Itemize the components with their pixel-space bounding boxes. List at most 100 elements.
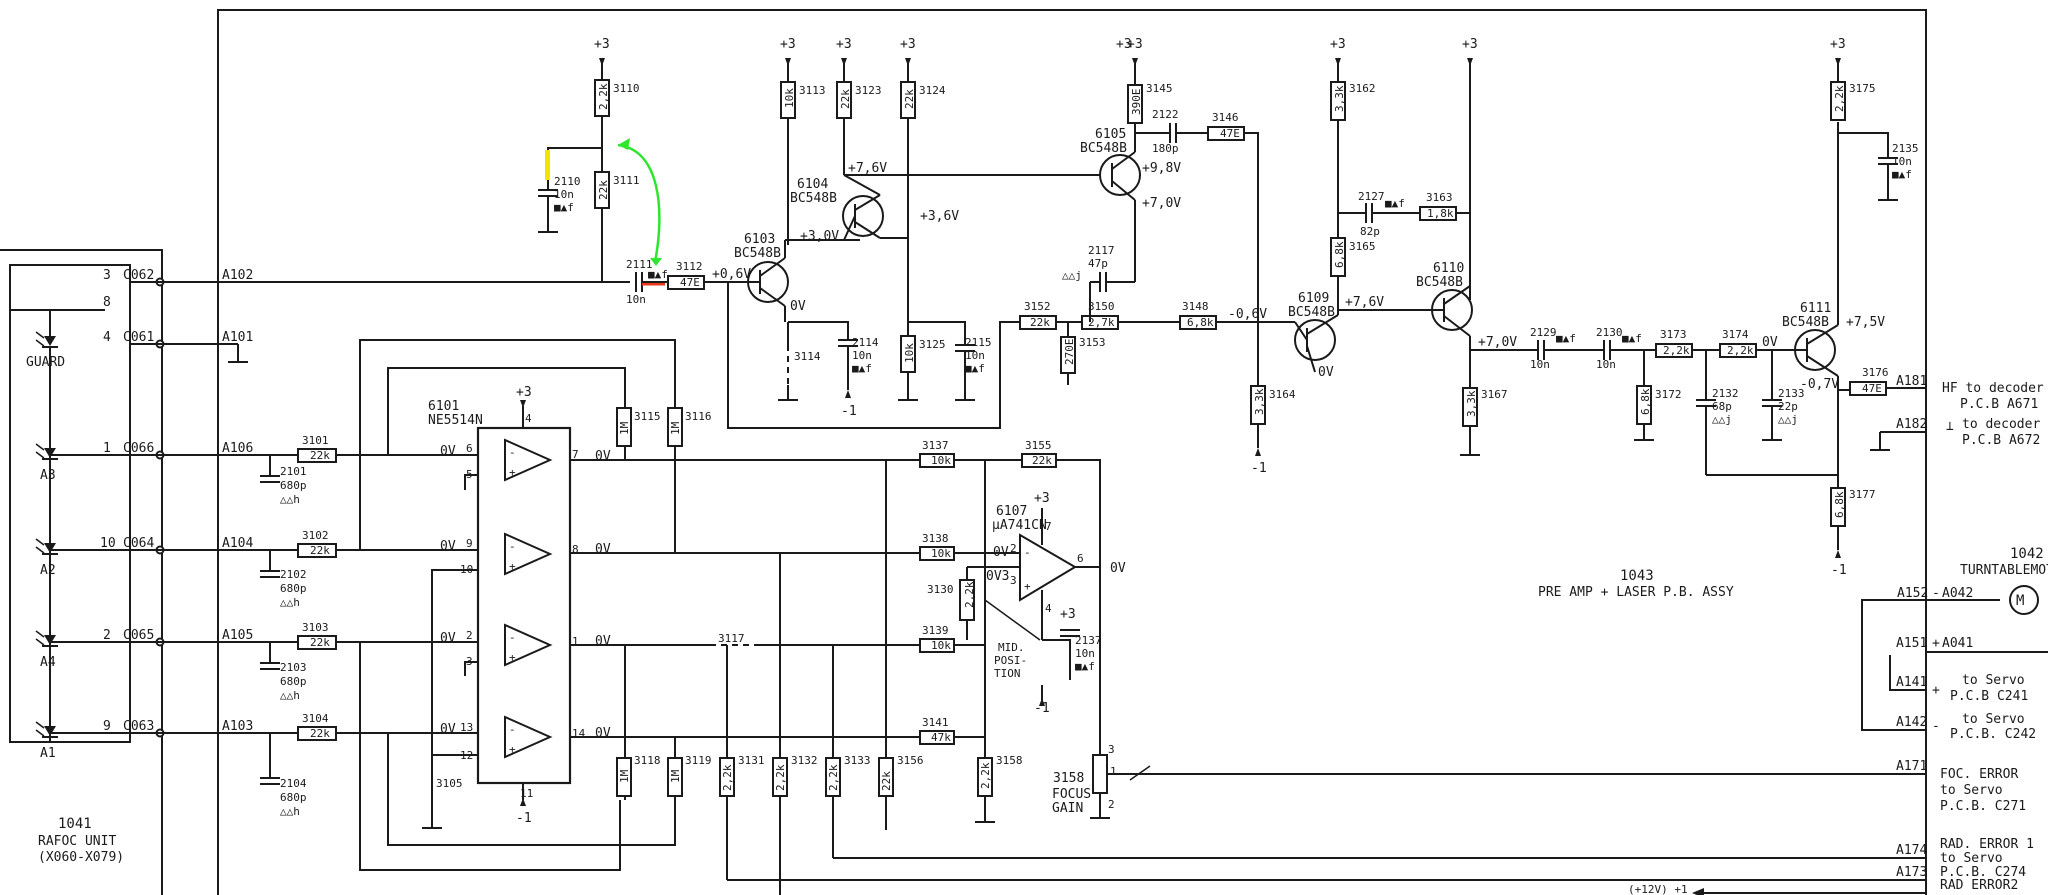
svg-text:2102: 2102 — [280, 568, 307, 581]
svg-text:2,2k: 2,2k — [979, 762, 992, 789]
svg-text:3102: 3102 — [302, 529, 329, 542]
svg-text:2137: 2137 — [1075, 634, 1102, 647]
svg-text:6,8k: 6,8k — [1187, 316, 1214, 329]
svg-text:3172: 3172 — [1655, 388, 1682, 401]
svg-text:+3: +3 — [836, 37, 852, 52]
photodiode-a3-label: A3 — [40, 468, 56, 483]
rafoc-pin-c061: C061 — [123, 330, 154, 345]
svg-text:P.C.B A671: P.C.B A671 — [1960, 397, 2038, 412]
resistor-3101 — [297, 448, 337, 463]
svg-text:3101: 3101 — [302, 434, 329, 447]
svg-text:+3: +3 — [900, 37, 916, 52]
rafoc-pin-10: 10 — [100, 536, 116, 551]
photodiode-a4-label: A4 — [40, 655, 56, 670]
svg-text:3153: 3153 — [1079, 336, 1106, 349]
svg-text:6103: 6103 — [744, 232, 775, 247]
svg-text:3141: 3141 — [922, 716, 949, 729]
output-hf-label: HF to decoder — [1942, 381, 2044, 396]
svg-text:1M: 1M — [669, 421, 682, 435]
svg-text:to Servo: to Servo — [1962, 712, 2025, 727]
opamp-b-icon — [504, 532, 553, 576]
svg-text:µA741CN: µA741CN — [992, 518, 1047, 533]
svg-text:3164: 3164 — [1269, 388, 1296, 401]
svg-text:2130: 2130 — [1596, 326, 1623, 339]
svg-text:FOC. ERROR: FOC. ERROR — [1940, 767, 2018, 782]
photodiode-a2-icon — [35, 538, 130, 555]
svg-text:+3: +3 — [1330, 37, 1346, 52]
svg-text:3130: 3130 — [927, 583, 954, 596]
svg-text:3105: 3105 — [436, 777, 463, 790]
photodiode-a1-icon — [35, 721, 130, 738]
resistor-3145 — [1127, 84, 1143, 124]
svg-text:+: + — [1024, 580, 1031, 593]
svg-text:2,2k: 2,2k — [774, 764, 787, 791]
svg-text:+3,0V: +3,0V — [800, 229, 839, 244]
svg-text:3163: 3163 — [1426, 191, 1453, 204]
svg-text:3174: 3174 — [1722, 328, 1749, 341]
svg-text:-1: -1 — [841, 404, 857, 419]
svg-text:TION: TION — [994, 667, 1021, 680]
rafoc-pin-c065: C065 — [123, 628, 154, 643]
svg-text:6111: 6111 — [1800, 301, 1831, 316]
svg-text:■▲f: ■▲f — [648, 268, 668, 281]
capacitor-2137 — [1060, 629, 1080, 637]
svg-text:+: + — [509, 743, 516, 756]
svg-text:390E: 390E — [1130, 89, 1143, 116]
svg-text:+: + — [1932, 683, 1940, 698]
svg-text:3131: 3131 — [738, 754, 765, 767]
capacitor-2101 — [260, 455, 280, 483]
svg-text:-: - — [1932, 719, 1940, 734]
svg-text:3165: 3165 — [1349, 240, 1376, 253]
svg-text:680p: 680p — [280, 675, 307, 688]
net-a106: A106 — [222, 441, 253, 456]
svg-text:3176: 3176 — [1862, 366, 1889, 379]
svg-text:6110: 6110 — [1433, 261, 1464, 276]
svg-text:10n: 10n — [1530, 358, 1550, 371]
svg-text:2,2k: 2,2k — [721, 764, 734, 791]
net-a102: A102 — [222, 268, 253, 283]
svg-text:0V: 0V — [1318, 365, 1334, 380]
svg-text:+: + — [1932, 636, 1940, 651]
svg-text:-: - — [1932, 586, 1940, 601]
svg-text:■▲f: ■▲f — [1892, 168, 1912, 181]
svg-text:47E: 47E — [1862, 382, 1882, 395]
svg-text:+3: +3 — [1462, 37, 1478, 52]
svg-text:22k: 22k — [1030, 316, 1050, 329]
svg-text:10k: 10k — [931, 639, 951, 652]
svg-text:4: 4 — [525, 412, 532, 425]
svg-text:+3: +3 — [1034, 491, 1050, 506]
svg-text:10k: 10k — [931, 547, 951, 560]
svg-text:3125: 3125 — [919, 338, 946, 351]
svg-text:4: 4 — [1045, 602, 1052, 615]
svg-text:+9,8V: +9,8V — [1142, 161, 1181, 176]
rafoc-pin-c066: C066 — [123, 441, 154, 456]
svg-text:-1: -1 — [1034, 701, 1050, 716]
svg-text:2,2k: 2,2k — [1727, 344, 1754, 357]
svg-text:+3: +3 — [1060, 607, 1076, 622]
rafoc-unit-frame — [0, 249, 163, 895]
potentiometer-3158 — [1092, 754, 1108, 794]
svg-text:to Servo: to Servo — [1962, 673, 2025, 688]
svg-text:+7,0V: +7,0V — [1142, 196, 1181, 211]
svg-text:2104: 2104 — [280, 777, 307, 790]
svg-text:A141: A141 — [1896, 675, 1927, 690]
svg-text:10n: 10n — [965, 349, 985, 362]
svg-text:680p: 680p — [280, 479, 307, 492]
svg-text:10n: 10n — [1596, 358, 1616, 371]
svg-text:2,2k: 2,2k — [963, 581, 976, 608]
svg-text:3177: 3177 — [1849, 488, 1876, 501]
svg-text:3115: 3115 — [634, 410, 661, 423]
svg-text:47E: 47E — [1220, 127, 1240, 140]
svg-text:7: 7 — [1045, 520, 1052, 533]
svg-text:+0,6V: +0,6V — [712, 267, 751, 282]
svg-text:10n: 10n — [626, 293, 646, 306]
svg-text:+7,6V: +7,6V — [1345, 295, 1384, 310]
svg-text:2115: 2115 — [965, 336, 992, 349]
svg-text:-1: -1 — [516, 811, 532, 826]
svg-text:3148: 3148 — [1182, 300, 1209, 313]
svg-text:to Servo: to Servo — [1940, 783, 2003, 798]
svg-text:22p: 22p — [1778, 400, 1798, 413]
svg-text:BC548B: BC548B — [790, 191, 837, 206]
svg-text:22k: 22k — [1032, 454, 1052, 467]
